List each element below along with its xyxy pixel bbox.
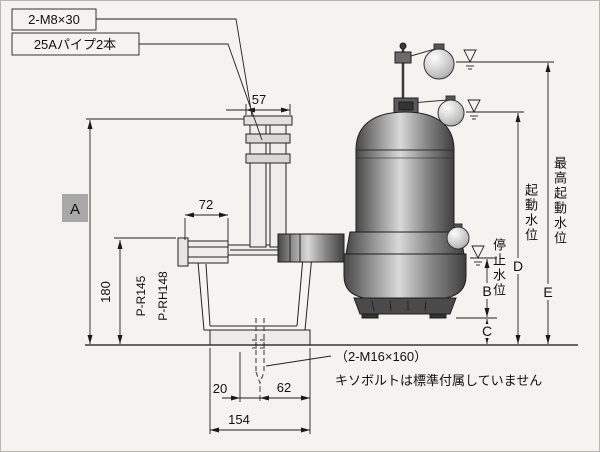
tank-inlet	[187, 240, 229, 264]
water-level-mark-max	[463, 49, 477, 64]
pole-cap	[399, 42, 407, 50]
model-name-2: P-RH148	[156, 271, 170, 321]
label-a: A	[70, 201, 80, 218]
motor-body	[355, 111, 455, 233]
dim-154: 154	[228, 412, 250, 427]
volute-casing	[343, 253, 467, 299]
tank-base-plate	[209, 329, 311, 346]
label-d: D	[513, 258, 523, 274]
label-c: C	[482, 323, 492, 339]
strainer-base	[353, 297, 457, 315]
tank-inlet-flange	[177, 237, 189, 267]
side-float-switch	[446, 226, 470, 250]
pump-leg-left	[361, 313, 379, 319]
pipe-top-flange	[243, 115, 293, 126]
label-c-bg	[478, 324, 496, 338]
label-e-bg	[539, 284, 557, 300]
dim-57: 57	[252, 92, 266, 107]
dim-180: 180	[98, 281, 113, 303]
dim-20: 20	[213, 381, 227, 396]
pipe-illustration	[243, 115, 293, 248]
model-name-1: P-R145	[134, 275, 148, 316]
seal-housing	[345, 231, 465, 255]
anchor-bolt-spec-note: （2-M16×160）	[335, 349, 427, 364]
label-d-bg	[509, 258, 527, 274]
float-switch-2	[437, 99, 465, 127]
anchor-bolt-included-note: キソボルトは標準付属していません	[335, 373, 542, 388]
pump-illustration	[343, 42, 467, 319]
cable-clamp-1	[394, 51, 412, 64]
label-a-highlight	[62, 194, 88, 222]
pipe-coupling-1	[245, 133, 291, 144]
max-start-water-level-label: 最高起動水位	[552, 156, 567, 246]
callout-pipe-spec: 25Aパイプ2本	[34, 37, 116, 52]
label-e: E	[543, 284, 552, 300]
pump-leg-right	[429, 313, 447, 319]
label-b: B	[482, 283, 491, 299]
discharge-bracket	[277, 233, 345, 263]
dim-62: 62	[277, 380, 291, 395]
water-level-lines	[456, 49, 554, 319]
callout-bolt-spec: 2-M8×30	[28, 12, 80, 27]
stop-water-level-label: 停止水位	[491, 238, 506, 298]
tank-body	[197, 254, 313, 331]
callout-leaders	[11, 8, 332, 367]
pipe-coupling-2	[245, 153, 291, 164]
start-water-level-label: 起動水位	[523, 183, 538, 243]
dim-72: 72	[199, 197, 213, 212]
label-b-bg	[478, 283, 496, 299]
water-level-mark-stop	[471, 245, 485, 260]
water-level-mark-start	[467, 99, 481, 114]
float-switch-1	[423, 48, 455, 80]
float-switches	[423, 43, 470, 250]
